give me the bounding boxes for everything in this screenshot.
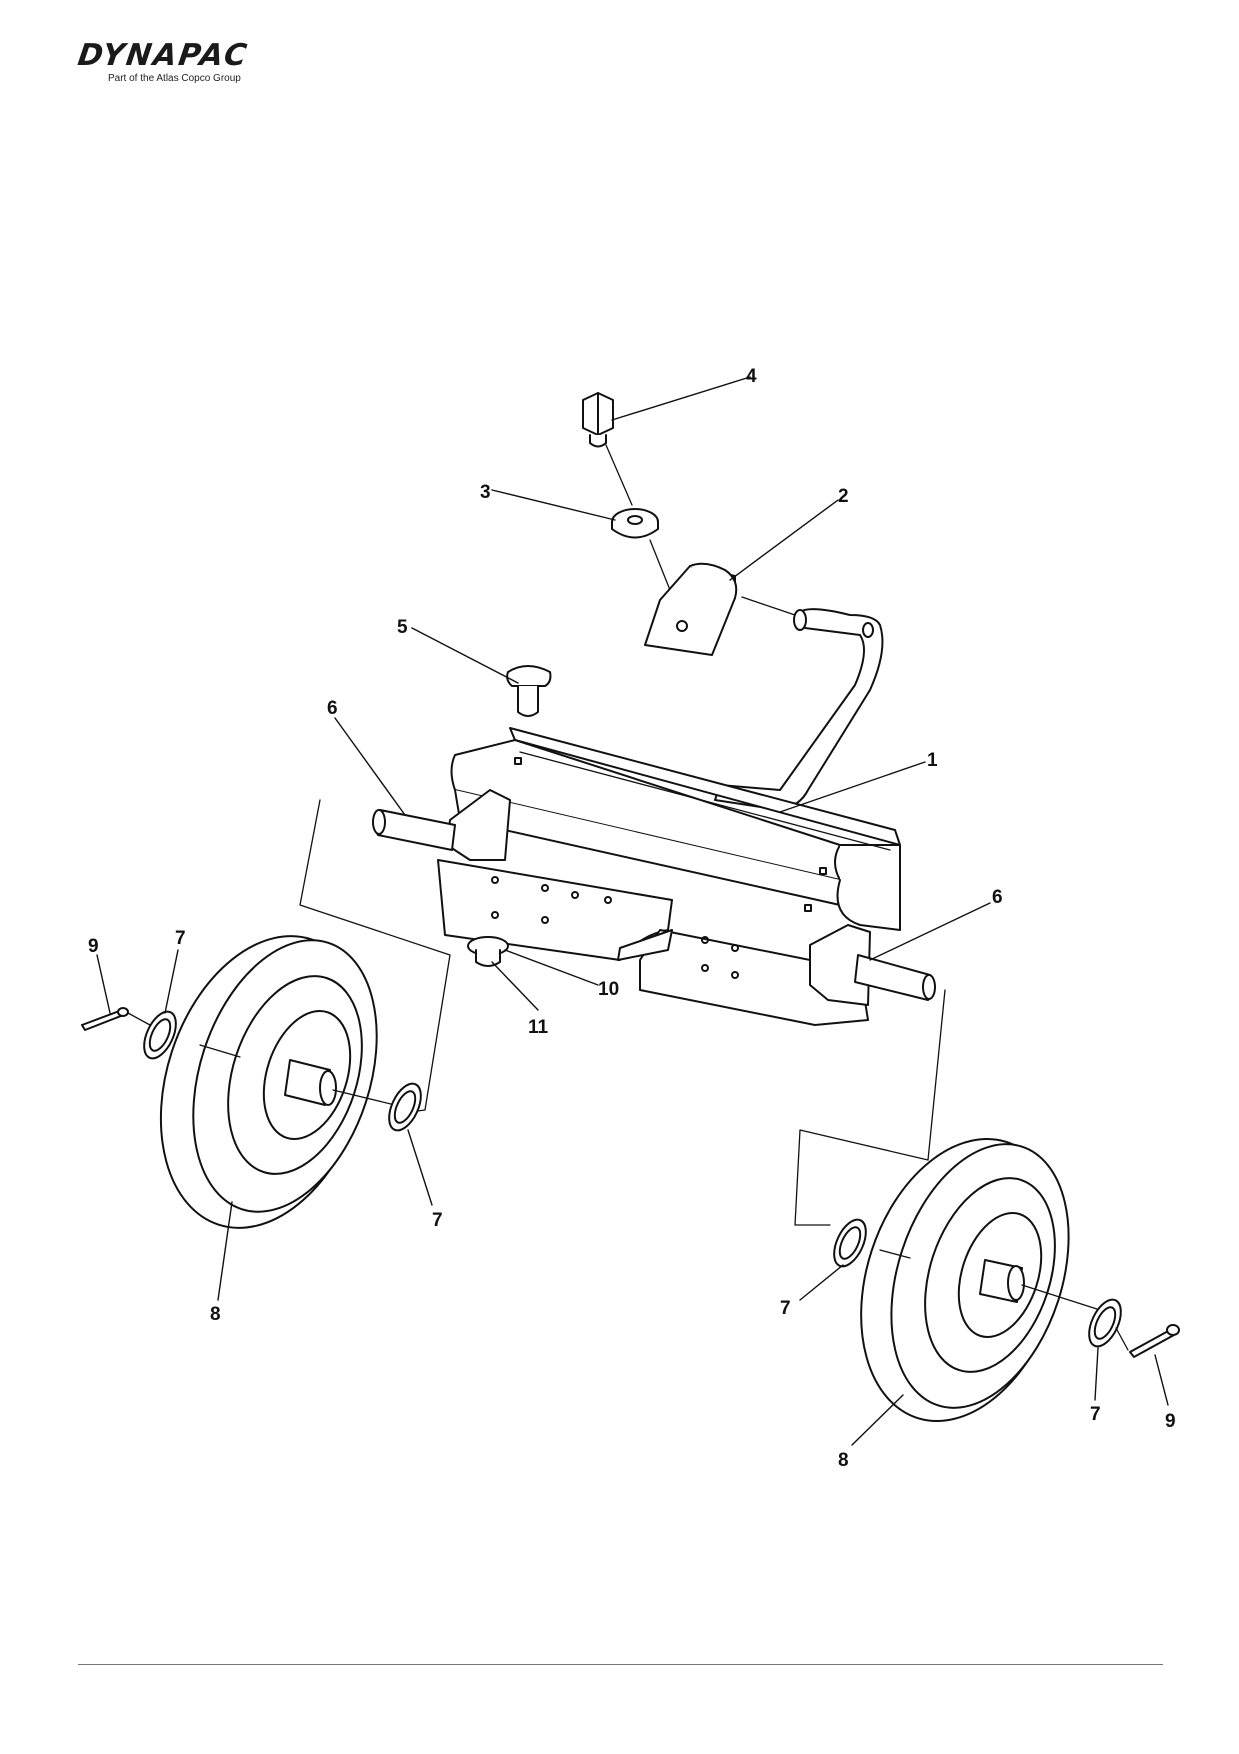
callout-6-left: 6 [327, 698, 338, 719]
dynapac-logo: DYNAPAC Part of the Atlas Copco Group [76, 38, 298, 84]
callout-5: 5 [397, 617, 408, 638]
callout-11: 11 [528, 1017, 549, 1038]
assembly-guide-lines [299, 799, 946, 1226]
part-wheel-right [860, 1138, 1101, 1422]
part-carriage-bolt [506, 665, 552, 717]
callout-6-right: 6 [992, 887, 1003, 908]
part-linch-pin-left [81, 1007, 151, 1031]
part-flange-nut [467, 936, 509, 967]
callout-10: 10 [598, 979, 619, 1000]
brand-tagline: Part of the Atlas Copco Group [108, 73, 241, 84]
part-ring-1 [143, 1010, 177, 1060]
part-ring-3 [833, 1218, 867, 1268]
part-washer [611, 508, 677, 606]
callout-2: 2 [838, 486, 849, 507]
callout-labels: 4 3 2 5 6 1 6 9 7 10 11 7 8 7 7 9 8 [88, 366, 1176, 1471]
part-wheel-left [159, 935, 396, 1229]
callout-3: 3 [480, 482, 491, 503]
footer-divider [78, 1664, 1163, 1665]
callout-7-right-outer: 7 [1090, 1404, 1101, 1425]
part-bolt [582, 392, 633, 506]
callout-8-left: 8 [210, 1304, 221, 1325]
part-frame-upper [450, 727, 901, 931]
callout-4: 4 [746, 366, 757, 387]
part-linch-pin-right [1115, 1324, 1180, 1358]
part-axle-bracket-right [809, 924, 871, 1006]
part-axle-stub-left [372, 809, 456, 851]
leader-lines [96, 376, 1169, 1446]
part-ring-4 [1088, 1298, 1122, 1348]
callout-7-left-inner: 7 [432, 1210, 443, 1231]
callout-7-top-left: 7 [175, 928, 186, 949]
part-ring-2 [388, 1082, 422, 1132]
callout-7-right-inner: 7 [780, 1298, 791, 1319]
callout-8-right: 8 [838, 1450, 849, 1471]
callout-1: 1 [927, 750, 938, 771]
callout-9-right: 9 [1165, 1411, 1176, 1432]
callout-9-left: 9 [88, 936, 99, 957]
part-frame-lower [437, 859, 869, 1026]
part-hinge-bracket [644, 562, 796, 656]
part-handle [714, 608, 884, 811]
part-axle-stub-right [854, 954, 936, 1001]
